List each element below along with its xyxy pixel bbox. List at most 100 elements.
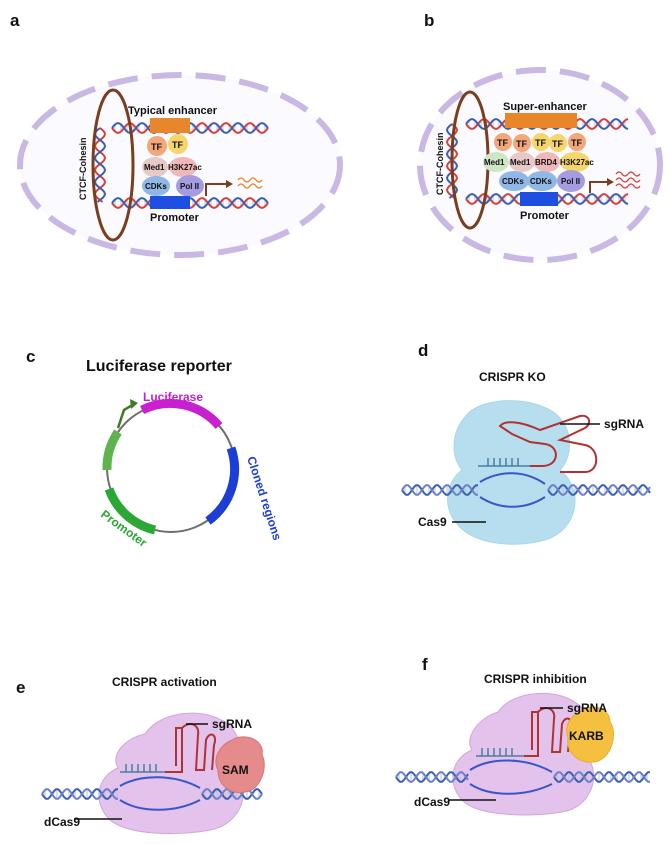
- sgrna-label-d: sgRNA: [604, 417, 644, 431]
- tf-blob-b1: [494, 133, 512, 151]
- dna-left-a: [93, 127, 107, 203]
- promoter-box-b: [520, 192, 558, 206]
- crispr-inhibition-title: CRISPR inhibition: [484, 672, 587, 686]
- dna-open-bottom-e: [119, 799, 201, 811]
- cdks-label-b1: CDKs: [502, 177, 524, 186]
- promoter-arc: [104, 487, 157, 535]
- super-enhancer-label: Super-enhancer: [503, 101, 587, 113]
- dna-open-top-d: [479, 472, 546, 485]
- cdks-blob-b2: [527, 171, 557, 191]
- panel-b-letter: b: [424, 11, 434, 30]
- h3k27ac-blob-b: [560, 152, 590, 172]
- h3k27ac-blob-a: [169, 157, 197, 177]
- dna-open-bottom-d: [479, 496, 546, 508]
- tf-blob-b5: [568, 133, 586, 151]
- cloned-regions-arc: [205, 446, 240, 525]
- dcas9-label-e: dCas9: [44, 815, 80, 829]
- panel-f: f CRISPR inhibition KARB sgRNA dCas9: [395, 655, 650, 816]
- cdks-label-b2: CDKs: [530, 177, 552, 186]
- transcript-wave-a: [237, 177, 263, 189]
- crispr-activation-title: CRISPR activation: [112, 675, 217, 689]
- sam-label: SAM: [222, 763, 249, 777]
- brd4-label-b: BRD4: [535, 158, 557, 167]
- med1-blob-b2: [509, 152, 535, 172]
- dcas9-protein-f: [452, 692, 595, 816]
- luciferase-reporter-title: Luciferase reporter: [86, 358, 232, 375]
- karb-effector: [566, 706, 614, 763]
- dna-f: [395, 771, 650, 783]
- med1-label-b1: Med1: [484, 158, 505, 167]
- tf-blob-a1: [147, 136, 167, 156]
- panel-f-letter: f: [422, 655, 428, 674]
- panel-e-letter: e: [16, 678, 25, 697]
- tf-label-b5: TF: [571, 138, 582, 148]
- luciferase-arc: [140, 399, 223, 430]
- h3k27ac-label-b: H3K27ac: [560, 158, 594, 167]
- dcas9-protein-e: [98, 712, 244, 835]
- dna-e: [41, 788, 263, 800]
- karb-label: KARB: [569, 729, 604, 743]
- sgrna-label-f: sgRNA: [567, 701, 607, 715]
- promoter-label-a: Promoter: [150, 212, 200, 224]
- crispr-ko-title: CRISPR KO: [479, 370, 546, 384]
- tf-blob-b3: [532, 133, 550, 151]
- ctcf-cohesin-label-b: CTCF-Cohesin: [435, 133, 445, 196]
- promoter-label-b: Promoter: [520, 210, 570, 222]
- tss-arrowhead-a: [226, 180, 233, 188]
- sgrna-label-e: sgRNA: [212, 717, 252, 731]
- enhancer-box-b: [505, 113, 577, 128]
- cdks-blob-b1: [499, 171, 529, 191]
- promoter-arrow: [116, 402, 135, 429]
- pol2-blob-a: [176, 175, 204, 197]
- typical-enhancer-label: Typical enhancer: [128, 105, 218, 117]
- tss-arrowhead-b: [607, 178, 614, 186]
- promoter-arrowhead: [130, 399, 138, 409]
- cdks-blob-a: [142, 176, 170, 196]
- pol2-label-a: Pol II: [180, 182, 199, 191]
- tf-label-a1: TF: [151, 142, 162, 152]
- med1-blob-b1: [483, 152, 509, 172]
- tf-label-b2: TF: [516, 139, 527, 149]
- panel-c-letter: c: [26, 347, 35, 366]
- promoter-box-a: [150, 196, 190, 209]
- sgrna-d: [478, 414, 598, 473]
- cohesin-loop-a: [91, 88, 135, 242]
- tf-label-a2: TF: [172, 140, 183, 150]
- cas9-label-d: Cas9: [418, 515, 447, 529]
- cloned-regions-label: Cloned regions: [244, 455, 284, 543]
- tf-label-b1: TF: [497, 138, 508, 148]
- tf-blob-a2: [168, 134, 188, 154]
- cdks-label-a: CDKs: [145, 182, 167, 191]
- pol2-label-b: Pol II: [561, 177, 580, 186]
- dcas9-label-f: dCas9: [414, 795, 450, 809]
- panel-a: a CTCF-Cohesin Typical enhancer TF TF Me…: [10, 11, 343, 258]
- promoter-arc-upper: [102, 429, 122, 471]
- dna-d: [401, 484, 651, 496]
- h3k27ac-label-a: H3K27ac: [168, 163, 202, 172]
- dna-open-bottom-f: [469, 783, 553, 795]
- panel-b: b CTCF-Cohesin Super-enhancer TF TF TF T…: [417, 11, 663, 263]
- enhancer-box-a: [150, 118, 190, 133]
- panel-d-letter: d: [418, 341, 428, 360]
- transcript-wave-b: [615, 171, 641, 189]
- med1-label-a: Med1: [144, 163, 165, 172]
- pol2-blob-b: [557, 170, 585, 192]
- tf-blob-b4: [549, 134, 567, 152]
- brd4-blob-b: [534, 152, 560, 172]
- sam-effector: [215, 736, 265, 794]
- panel-e: e CRISPR activation SAM sgRNA dCas9: [16, 675, 265, 835]
- tf-label-b3: TF: [535, 138, 546, 148]
- luciferase-label: Luciferase: [143, 390, 203, 404]
- med1-label-b2: Med1: [510, 158, 531, 167]
- panel-d: d CRISPR KO sgRNA Cas9: [401, 341, 651, 545]
- panel-c: c Luciferase reporter Luciferase Cloned …: [26, 347, 285, 550]
- dna-open-top-e: [119, 776, 201, 789]
- tf-blob-b2: [513, 134, 531, 152]
- tss-arrow-a: [205, 183, 230, 196]
- dna-open-top-f: [469, 759, 553, 773]
- tss-arrow-b: [589, 181, 611, 193]
- med1-blob-a: [142, 157, 168, 177]
- panel-a-letter: a: [10, 11, 20, 30]
- tf-label-b4: TF: [552, 139, 563, 149]
